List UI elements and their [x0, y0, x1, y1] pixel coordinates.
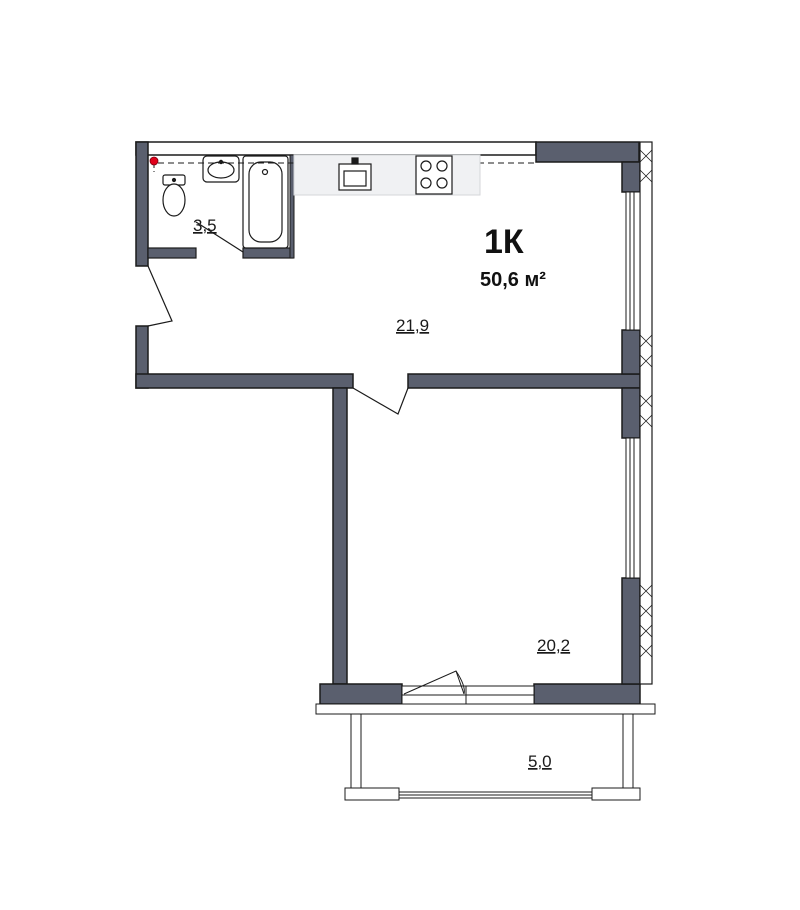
entrance-door: [147, 265, 173, 327]
bathroom-door: [195, 221, 244, 253]
toilet-icon: [162, 174, 186, 217]
bathroom-wall-right: [289, 154, 295, 259]
bathtub-icon: [242, 155, 289, 249]
kitchen-living-area: 21,9: [396, 316, 429, 335]
stove-icon: [415, 155, 453, 195]
right-wall-seg-2: [621, 329, 641, 375]
right-wall-seg-1: [621, 161, 641, 193]
kitchen-sink-icon: [338, 157, 372, 191]
bottom-wall-right-block: [533, 683, 641, 705]
balcony-area: 5,0: [528, 752, 552, 771]
doors: [147, 265, 409, 415]
balcony-slab-bottom-left: [344, 787, 400, 801]
partition-wall-left: [135, 373, 354, 389]
balcony: [315, 703, 656, 801]
top-wall: [135, 141, 537, 156]
right-wall-seg-3: [621, 387, 641, 439]
walls: [135, 141, 641, 705]
bottom-wall-left-block: [319, 683, 403, 705]
balcony-rail-left: [350, 713, 362, 789]
apartment-type: 1К: [484, 223, 524, 261]
bathroom-wall-bottom-right: [242, 247, 294, 259]
windows: [625, 191, 641, 579]
bathroom-wall-bottom-left: [147, 247, 197, 259]
top-right-wall-block: [535, 141, 640, 163]
sink-icon: [202, 155, 240, 183]
total-area: 50,6 м²: [480, 269, 546, 291]
balcony-rail-right: [622, 713, 634, 789]
kitchen-counter: [293, 154, 481, 196]
bathroom-area: 3,5: [193, 216, 217, 235]
bathroom: [147, 154, 536, 259]
bedroom-area: 20,2: [537, 636, 570, 655]
window-bedroom: [625, 437, 641, 579]
right-wall-seg-4: [621, 577, 641, 685]
left-upper-wall: [135, 141, 149, 267]
riser-icon: [149, 156, 159, 166]
balcony-slab-bottom-right: [591, 787, 641, 801]
window-kitchen: [625, 191, 641, 331]
facade-insulation: [639, 141, 653, 685]
bedroom-door: [352, 387, 409, 415]
balcony-opening: [401, 670, 535, 705]
bedroom-left-wall: [332, 387, 348, 685]
balcony-slab-top: [315, 703, 656, 715]
partition-wall-right: [407, 373, 641, 389]
